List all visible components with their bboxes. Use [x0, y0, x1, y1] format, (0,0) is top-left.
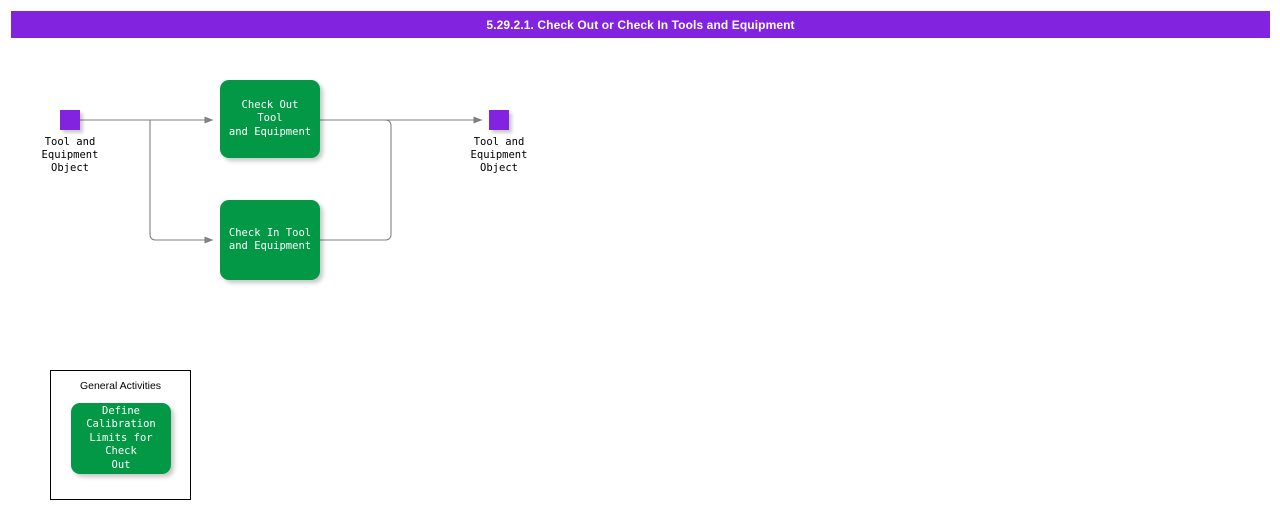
activity-check-out-tool-and-equipment[interactable]: Check Out Tool and Equipment — [220, 80, 320, 158]
activity-define-calibration-limits-for-check-out[interactable]: Define Calibration Limits for Check Out — [71, 403, 171, 474]
object-swatch-icon — [489, 110, 509, 130]
activity-check-in-label: Check In Tool and Equipment — [228, 226, 312, 253]
edge-check-in-to-output — [320, 119, 392, 241]
page-title: 5.29.2.1. Check Out or Check In Tools an… — [486, 17, 795, 32]
object-node-input-label: Tool and Equipment Object — [41, 136, 99, 174]
object-swatch-icon — [60, 110, 80, 130]
object-node-output[interactable]: Tool and Equipment Object — [471, 110, 527, 174]
activity-define-calibration-limits-label: Define Calibration Limits for Check Out — [86, 404, 156, 471]
activity-check-in-tool-and-equipment[interactable]: Check In Tool and Equipment — [220, 200, 320, 280]
activity-check-out-label: Check Out Tool and Equipment — [228, 98, 312, 138]
group-general-activities-title: General Activities — [79, 380, 162, 392]
edge-input-to-check-in — [149, 120, 214, 244]
object-node-input[interactable]: Tool and Equipment Object — [42, 110, 98, 174]
page-title-bar: 5.29.2.1. Check Out or Check In Tools an… — [11, 11, 1270, 38]
object-node-output-label: Tool and Equipment Object — [470, 136, 528, 174]
group-general-activities: General Activities Define Calibration Li… — [50, 370, 191, 500]
